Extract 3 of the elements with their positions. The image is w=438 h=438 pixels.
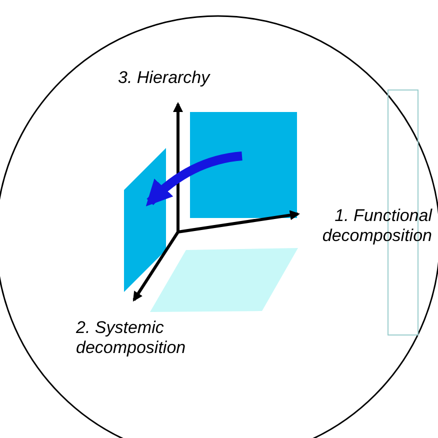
axis-label: 2. Systemic decomposition	[76, 318, 187, 358]
axis-label: 1. Functional decomposition	[321, 206, 432, 246]
axis-label: 3. Hierarchy	[118, 68, 212, 88]
